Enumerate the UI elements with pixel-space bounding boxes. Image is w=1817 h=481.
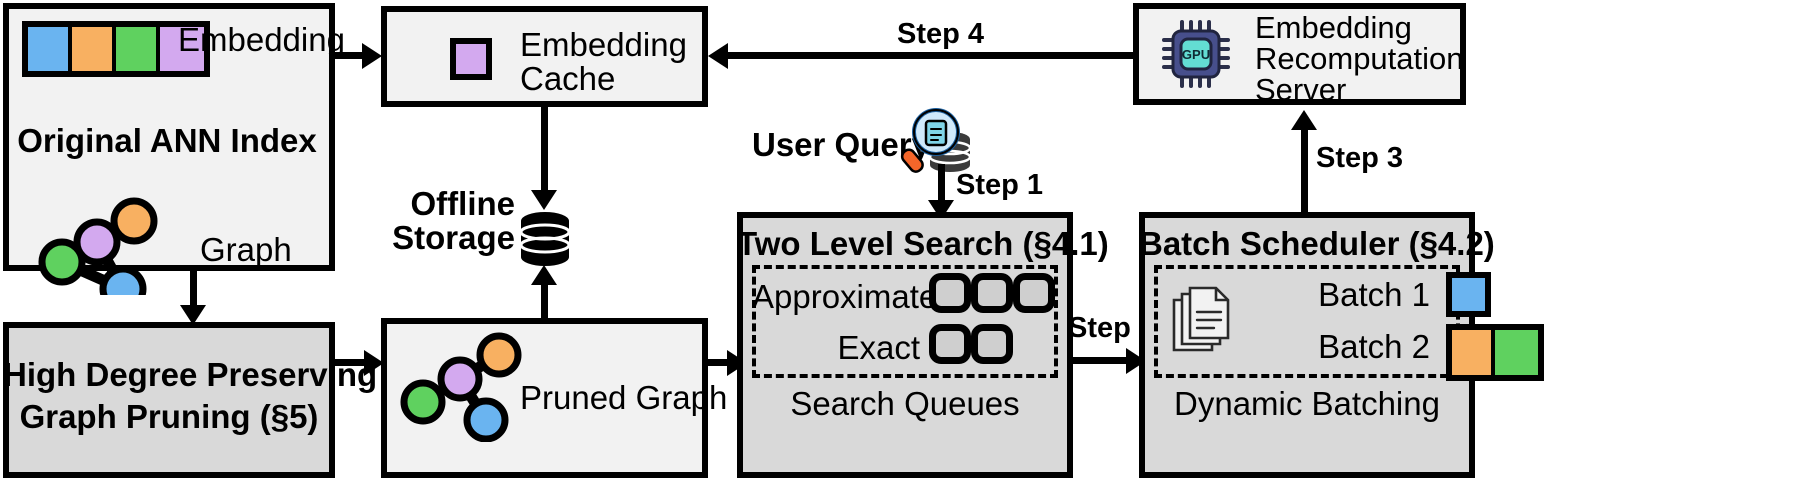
documents-stack-icon	[1172, 286, 1230, 352]
arrow-step1-line	[938, 164, 945, 208]
embedding-swatch-orange	[72, 27, 116, 71]
approximate-row-label: Approximate	[752, 278, 938, 315]
embedding-cache-title-line1: Embedding	[520, 26, 687, 63]
graph-node-blue	[99, 265, 147, 295]
embedding-cache-title-line2: Cache	[520, 60, 616, 97]
graph-node-purple	[73, 218, 121, 266]
arrow-pruning-to-pruned-head	[364, 350, 384, 376]
graph-pruning-title-line2: Graph Pruning (§5)	[19, 398, 319, 435]
offline-storage-label-line2: Storage	[392, 219, 515, 256]
offline-storage-label-line1: Offline	[410, 185, 516, 222]
step-2-label: Step 2	[1068, 312, 1156, 344]
step-3-label: Step 3	[1316, 142, 1404, 174]
recomputation-server-title-line2: Recomputation	[1255, 41, 1464, 76]
embedding-swatch-purple	[160, 27, 204, 71]
arrow-cache-to-storage-line	[541, 107, 548, 195]
graph-node-orange	[110, 197, 158, 245]
graph-label: Graph	[200, 231, 292, 268]
original-graph-illustration	[38, 197, 158, 295]
arrow-index-to-pruning-head	[180, 305, 206, 325]
approximate-queue-cell-2	[971, 273, 1013, 313]
graph-pruning-title-line1: High Degree Preserving	[3, 356, 378, 393]
gpu-icon-text: GPU	[1182, 47, 1210, 62]
arrow-step3-head	[1291, 110, 1317, 130]
pruned-node-green	[400, 379, 446, 425]
embedding-swatch-blue	[28, 27, 72, 71]
embedding-swatch-green	[116, 27, 160, 71]
arrow-step4-head	[708, 43, 728, 69]
approximate-queue-cell-1	[929, 273, 971, 313]
embedding-cache-box	[381, 6, 708, 107]
batch-2-label: Batch 2	[1318, 328, 1430, 365]
exact-queue-cell-2	[971, 324, 1013, 364]
batch-1-swatch-blue	[1446, 272, 1491, 317]
search-database-icon	[900, 108, 972, 173]
batch-2-swatch-orange	[1452, 330, 1495, 375]
batch-scheduler-title: Batch Scheduler (§4.2)	[1139, 225, 1495, 262]
pruned-node-orange	[476, 332, 522, 378]
arrow-index-to-cache-head	[362, 43, 382, 69]
batch-1-label: Batch 1	[1318, 276, 1430, 313]
arrow-index-to-pruning-line	[190, 271, 197, 309]
recomputation-server-title-line1: Embedding	[1255, 10, 1412, 45]
arrow-pruned-to-storage-line	[541, 283, 548, 320]
step-1-label: Step 1	[956, 169, 1044, 201]
arrow-pruning-to-pruned-line	[335, 359, 371, 366]
dynamic-batching-dashed-region	[1154, 265, 1460, 378]
arrow-cache-to-storage-head	[531, 190, 557, 210]
arrow-step4-line	[728, 52, 1136, 59]
graph-pruning-box	[3, 322, 335, 478]
arrow-step3-line	[1301, 128, 1308, 212]
arrow-pruned-to-storage-head	[531, 265, 557, 285]
approximate-queue-cell-3	[1013, 273, 1055, 313]
pruned-node-purple	[437, 356, 483, 402]
two-level-search-title: Two Level Search (§4.1)	[737, 225, 1109, 262]
arrow-step2-line	[1073, 357, 1135, 364]
batch-2-swatch-green	[1495, 330, 1538, 375]
batch-2-swatch-strip	[1446, 324, 1544, 381]
embedding-cache-swatch	[450, 38, 492, 80]
search-queues-caption: Search Queues	[790, 385, 1020, 422]
exact-queue-cell-1	[929, 324, 971, 364]
search-queues-dashed-region	[752, 265, 1058, 378]
pruned-graph-illustration	[400, 332, 522, 442]
original-ann-index-title: Original ANN Index	[17, 122, 317, 159]
exact-row-label: Exact	[837, 329, 920, 366]
graph-node-green	[38, 238, 86, 286]
embedding-label: Embedding	[178, 21, 345, 58]
recomputation-server-title-line3: Server	[1255, 72, 1347, 107]
gpu-chip-icon: GPU	[1162, 20, 1230, 88]
pruned-graph-label: Pruned Graph	[520, 379, 728, 416]
arrow-pruned-to-search-line	[708, 359, 736, 366]
two-level-search-box	[737, 212, 1073, 478]
dynamic-batching-caption: Dynamic Batching	[1174, 385, 1440, 422]
arrow-index-to-cache-line	[335, 52, 369, 59]
pruned-node-blue	[463, 397, 509, 442]
embedding-swatch-strip	[22, 21, 210, 77]
step-4-label: Step 4	[897, 18, 985, 50]
database-cylinder-icon	[519, 212, 571, 266]
